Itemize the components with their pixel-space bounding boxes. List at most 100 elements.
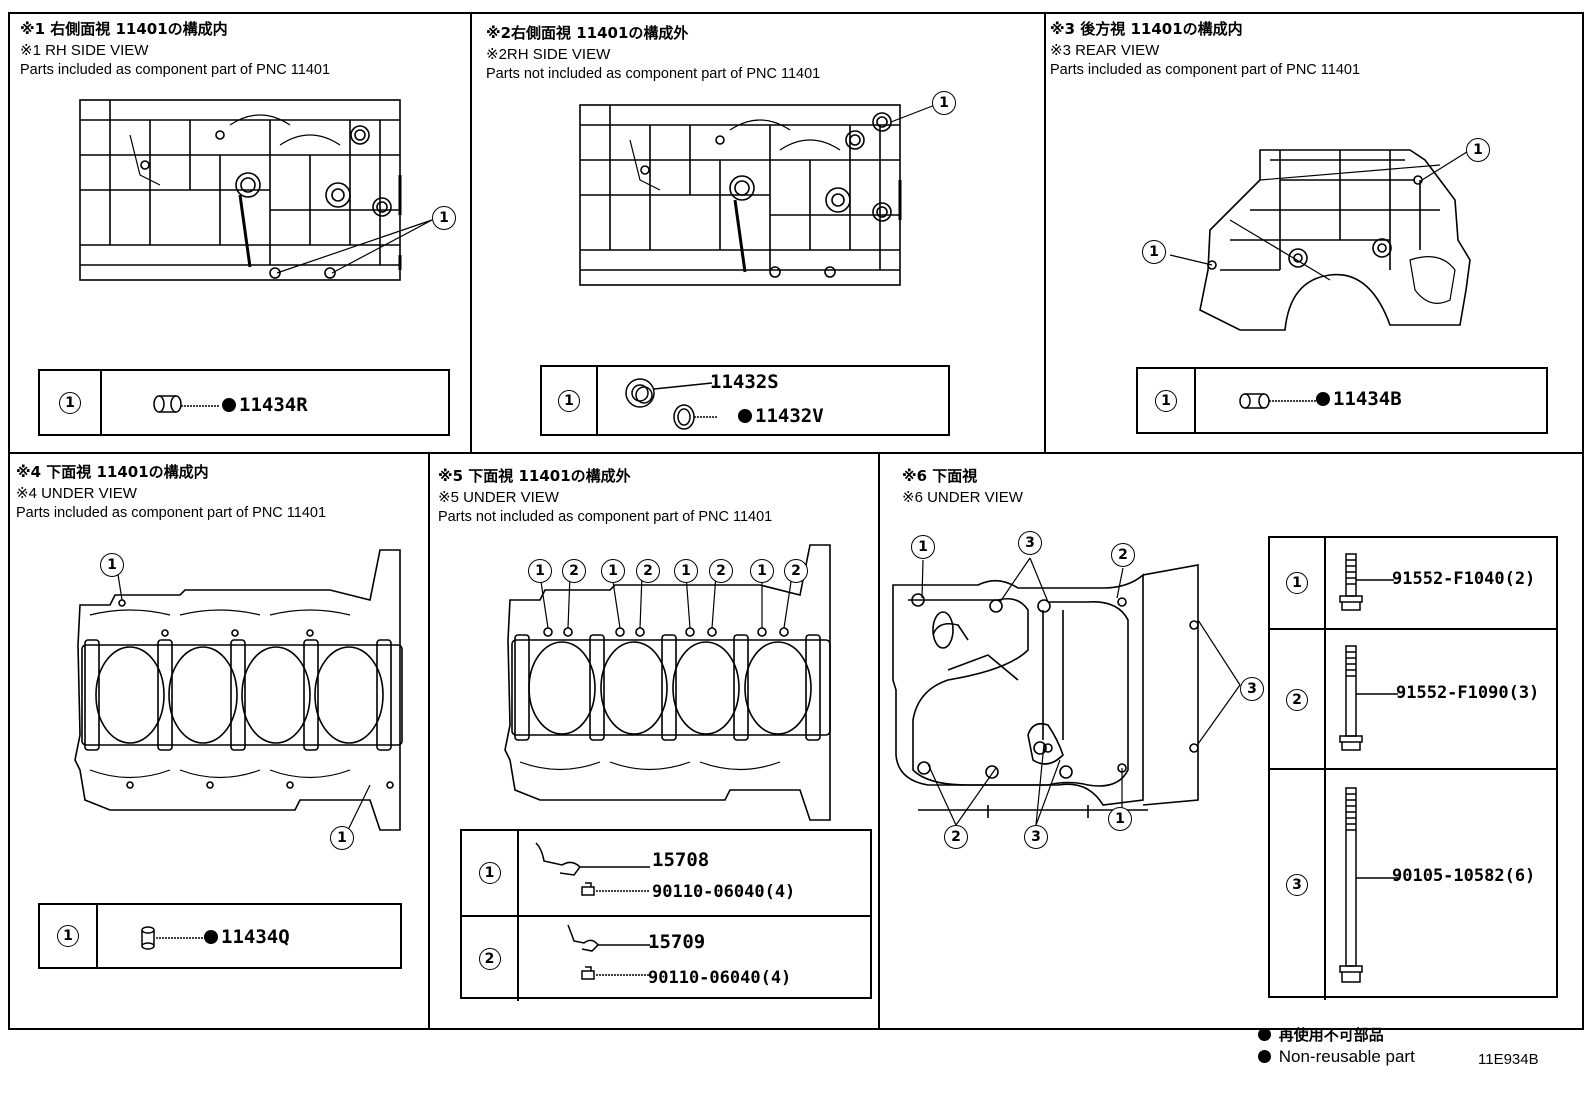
callout-label: 1: [107, 557, 117, 573]
panel-6-callout-3b: 3: [1240, 677, 1264, 701]
panel-1-subtitle: Parts included as component part of PNC …: [20, 62, 331, 78]
panel-4-parts-table: 1 11434Q: [38, 903, 402, 969]
figure-code: 11E934B: [1478, 1051, 1539, 1068]
panel-6-callout-3c: 3: [1024, 825, 1048, 849]
row-divider: [8, 452, 1584, 454]
callout-label: 2: [951, 829, 961, 845]
panel-6-callout-3a: 3: [1018, 531, 1042, 555]
panel-5-row-1-part-a: 15708: [652, 849, 710, 871]
panel-6-under-drawing: [892, 564, 1199, 818]
panel-5-title-en: ※5 UNDER VIEW: [438, 489, 559, 506]
panel-3-title-jp: ※3 後方視 11401の構成内: [1050, 20, 1243, 38]
parts-table-key: 2: [462, 917, 519, 1001]
pin-icon: [153, 395, 220, 413]
panel-5-callout-1b: 1: [601, 559, 625, 583]
panel-6-row-3-part: 90105-10582(6): [1392, 866, 1536, 886]
non-reusable-dot-icon: [1258, 1050, 1271, 1063]
panel-1-title-en: ※1 RH SIDE VIEW: [20, 42, 149, 59]
key-circle: 1: [558, 389, 580, 412]
panel-4-title-jp: ※4 下面視 11401の構成内: [16, 463, 209, 481]
bolt-icon: [1339, 553, 1394, 611]
panel-2-block-drawing: [579, 104, 936, 286]
panel-3-callout-1a: 1: [1466, 138, 1490, 162]
callout-label: 1: [535, 563, 545, 579]
panel-5-row-2-part-b: 90110-06040(4): [648, 968, 792, 988]
legend-jp-text: 再使用不可部品: [1278, 1026, 1384, 1044]
callout-label: 3: [1247, 681, 1257, 697]
panel-2-parts-table: 1 11432S 11432V: [540, 365, 950, 436]
panel-4-part-number: 11434Q: [204, 926, 290, 948]
panel-2-subtitle: Parts not included as component part of …: [486, 66, 821, 82]
panel-6-callout-2a: 2: [1111, 543, 1135, 567]
bolt-icon: [1339, 645, 1398, 751]
panel-4-callout-1a: 1: [100, 553, 124, 577]
parts-table-key: 1: [462, 831, 519, 915]
parts-table-row-1: 1 91552-F1040(2): [1270, 538, 1556, 628]
callout-label: 3: [1025, 535, 1035, 551]
panel-6-callout-1b: 1: [1108, 807, 1132, 831]
panel-6-parts-table: 1 91552-F1040(2) 2 91552-F1090(3) 3: [1268, 536, 1558, 1000]
panel-3-subtitle: Parts included as component part of PNC …: [1050, 62, 1361, 78]
panel-5-callout-2d: 2: [784, 559, 808, 583]
panel-5-title-jp: ※5 下面視 11401の構成外: [438, 467, 631, 485]
panel-4-title-en: ※4 UNDER VIEW: [16, 485, 137, 502]
footer-legend-jp: 再使用不可部品: [1258, 1024, 1384, 1045]
panel-6-title-en: ※6 UNDER VIEW: [902, 489, 1023, 506]
part-number-text: 11434B: [1333, 388, 1402, 410]
panel-4-callout-1b: 1: [330, 826, 354, 850]
panel-5-under-drawing: [504, 544, 831, 821]
panel-6-row-1-part: 91552-F1040(2): [1392, 569, 1536, 589]
key-circle: 1: [1286, 572, 1308, 594]
non-reusable-dot-icon: [204, 930, 218, 944]
panel-5-header: ※5 下面視 11401の構成外 ※5 UNDER VIEW Parts not…: [438, 465, 772, 528]
parts-table-key: 3: [1270, 770, 1326, 1000]
diagram-frame: [8, 12, 1584, 1030]
panel-3-part-number: 11434B: [1316, 388, 1402, 410]
callout-label: 1: [1115, 811, 1125, 827]
panel-1-block-drawing: [79, 99, 433, 281]
callout-label: 2: [791, 563, 801, 579]
parts-table-key: 1: [1138, 369, 1196, 432]
key-circle: 1: [478, 862, 501, 884]
oil-jet-icon: [535, 842, 650, 896]
callout-label: 1: [918, 539, 928, 555]
panel-1-part-number: 11434R: [222, 394, 308, 416]
parts-table-row-2: 2 91552-F1090(3): [1270, 628, 1556, 770]
non-reusable-dot-icon: [1316, 392, 1330, 406]
panel-1-callout-1: 1: [432, 206, 456, 230]
callout-label: 1: [608, 563, 618, 579]
panel-6-header: ※6 下面視 ※6 UNDER VIEW: [902, 465, 1023, 509]
non-reusable-dot-icon: [222, 398, 236, 412]
legend-en-text: Non-reusable part: [1278, 1047, 1415, 1066]
panel-6-callout-2b: 2: [944, 825, 968, 849]
key-circle: 2: [1286, 689, 1308, 711]
panel-5-row-2-part-a: 15709: [648, 931, 706, 953]
part-number-text: 11434R: [239, 394, 308, 416]
panel-5-row-1-part-b: 90110-06040(4): [652, 882, 796, 902]
parts-table-row-2: 2 15709 90110-06040(4): [462, 915, 870, 1001]
dowel-icon: [141, 926, 208, 950]
col-divider-bottom-2: [878, 452, 880, 1030]
col-divider-top-1: [470, 12, 472, 454]
parts-table-row-3: 3 90105-10582(6): [1270, 768, 1556, 1000]
callout-label: 1: [1149, 244, 1159, 260]
callout-label: 1: [757, 563, 767, 579]
panel-5-callout-1d: 1: [750, 559, 774, 583]
panel-4-under-drawing: [74, 549, 403, 831]
col-divider-top-2: [1044, 12, 1046, 454]
panel-5-callout-2b: 2: [636, 559, 660, 583]
parts-table-row-1: 1 15708 90110-06040(4): [462, 831, 870, 915]
panel-4-subtitle: Parts included as component part of PNC …: [16, 505, 327, 521]
parts-table-key: 1: [542, 367, 598, 434]
parts-table-key: 2: [1270, 630, 1326, 770]
panel-3-callout-1b: 1: [1142, 240, 1166, 264]
callout-label: 1: [681, 563, 691, 579]
parts-table-key: 1: [40, 905, 98, 967]
key-circle: 2: [478, 948, 501, 970]
callout-label: 2: [569, 563, 579, 579]
key-circle: 1: [1155, 389, 1177, 412]
non-reusable-dot-icon: [738, 409, 752, 423]
bolt-icon: [1339, 787, 1400, 983]
panel-1-parts-table: 1 11434R: [38, 369, 450, 436]
panel-6-row-2-part: 91552-F1090(3): [1396, 683, 1540, 703]
